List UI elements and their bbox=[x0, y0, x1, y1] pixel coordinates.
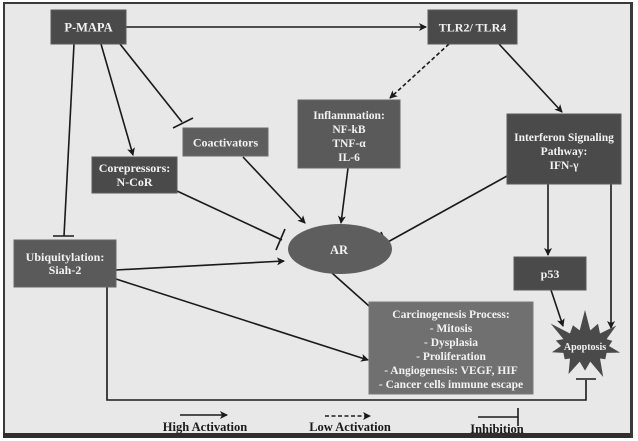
edge-p53-apoptosis bbox=[550, 289, 565, 327]
right-band bbox=[630, 3, 633, 438]
svg-text:P-MAPA: P-MAPA bbox=[64, 21, 112, 35]
node-p53: p53 bbox=[513, 256, 587, 291]
svg-text:High Activation: High Activation bbox=[163, 420, 247, 434]
node-tlr: TLR2/ TLR4 bbox=[427, 9, 518, 45]
node-inflammation-line-1: Inflammation: bbox=[313, 110, 385, 122]
node-pmapa-label: P-MAPA bbox=[64, 21, 112, 35]
node-carcinogenesis-line-6: - Cancer cells immune escape bbox=[379, 379, 523, 391]
node-ubiquitylation: Ubiquitylation:Siah-2 bbox=[13, 239, 117, 288]
edge-ubiquitylation-carcinogenesis bbox=[115, 278, 369, 362]
svg-text:Low Activation: Low Activation bbox=[309, 420, 391, 434]
node-interferon-box bbox=[506, 113, 622, 185]
bottom-band bbox=[3, 433, 633, 438]
node-carcinogenesis: Carcinogenesis Process: - Mitosis - Dyspla… bbox=[368, 301, 534, 395]
edges bbox=[53, 23, 615, 401]
edge-pmapa-coactivators bbox=[119, 43, 183, 123]
node-corepressors-line-2: N-CoR bbox=[117, 175, 153, 189]
node-coactivators-label: Coactivators bbox=[193, 136, 259, 150]
node-carcinogenesis-line-4: - Proliferation bbox=[416, 351, 486, 363]
node-interferon-line-3: IFN-γ bbox=[549, 160, 579, 172]
node-ar-ellipse bbox=[288, 224, 392, 274]
node-inflammation-line-2: NF-kB bbox=[332, 124, 366, 136]
node-pmapa-box bbox=[50, 9, 127, 45]
node-ar: AR bbox=[288, 224, 392, 274]
node-pmapa: P-MAPA bbox=[50, 9, 127, 45]
node-carcinogenesis-line-1: Carcinogenesis Process: bbox=[392, 309, 509, 321]
node-carcinogenesis-line-3: - Dysplasia bbox=[424, 337, 478, 349]
node-apoptosis: Apoptosis bbox=[550, 309, 621, 377]
inhibition-bar-coactivators bbox=[172, 117, 194, 129]
node-ar-label: AR bbox=[330, 243, 349, 257]
node-corepressors-line-1: Corepressors: bbox=[99, 161, 171, 175]
node-tlr-label: TLR2/ TLR4 bbox=[439, 21, 506, 35]
edge-ubiquitylation-apoptosis bbox=[106, 287, 587, 401]
legend-high-activation-label: High Activation bbox=[163, 420, 247, 434]
node-ubiquitylation-line-1: Ubiquitylation: bbox=[26, 250, 105, 264]
svg-text:Carcinogenesis Process:- Mitos: Carcinogenesis Process: - Mitosis - Dyspla… bbox=[379, 309, 523, 391]
svg-text:p53: p53 bbox=[541, 267, 560, 281]
node-coactivators-box bbox=[182, 127, 269, 157]
node-inflammation-line-3: TNF-α bbox=[332, 138, 366, 150]
node-corepressors-box bbox=[91, 156, 178, 194]
svg-text:Ubiquitylation:Siah-2: Ubiquitylation:Siah-2 bbox=[26, 250, 105, 277]
node-interferon-line-1: Interferon Signaling bbox=[514, 132, 614, 144]
node-p53-box bbox=[513, 256, 587, 291]
edge-inflammation-ar bbox=[337, 167, 349, 224]
node-apoptosis-label: Apoptosis bbox=[564, 342, 606, 353]
node-inflammation-box bbox=[297, 99, 401, 169]
apoptosis-starburst bbox=[550, 309, 621, 377]
edge-pmapa-ubiquitylation bbox=[63, 43, 75, 237]
node-ubiquitylation-box bbox=[13, 239, 117, 288]
node-carcinogenesis-box bbox=[368, 301, 534, 395]
edge-tlr-interferon bbox=[498, 43, 563, 113]
edge-pmapa-corepressors bbox=[100, 43, 135, 156]
svg-text:Corepressors:N-CoR: Corepressors:N-CoR bbox=[99, 161, 171, 189]
node-interferon-line-2: Pathway: bbox=[541, 146, 588, 158]
svg-text:Apoptosis: Apoptosis bbox=[564, 342, 606, 353]
node-inflammation-line-4: IL-6 bbox=[338, 152, 360, 164]
node-coactivators: Coactivators bbox=[182, 127, 269, 157]
node-corepressors: Corepressors:N-CoR bbox=[91, 156, 178, 194]
node-carcinogenesis-line-5: - Angiogenesis: VEGF, HIF bbox=[384, 365, 518, 377]
legend-low-activation-label: Low Activation bbox=[309, 420, 391, 434]
svg-text:Coactivators: Coactivators bbox=[193, 136, 259, 150]
svg-text:Inhibition: Inhibition bbox=[470, 422, 524, 436]
edge-tlr-inflammation bbox=[389, 43, 450, 99]
svg-text:AR: AR bbox=[330, 243, 349, 257]
diagram-panel bbox=[3, 2, 633, 436]
legend: High Activation Low Activation Inhibitio… bbox=[163, 408, 524, 436]
node-tlr-box bbox=[427, 9, 518, 45]
inhibition-bar-ar-left bbox=[275, 228, 286, 251]
svg-text:TLR2/ TLR4: TLR2/ TLR4 bbox=[439, 21, 506, 35]
edge-corepressors-ar bbox=[176, 190, 283, 241]
node-carcinogenesis-line-2: - Mitosis bbox=[430, 323, 473, 335]
edge-coactivators-ar bbox=[242, 156, 306, 224]
legend-inhibition-label: Inhibition bbox=[470, 422, 524, 436]
node-ubiquitylation-line-2: Siah-2 bbox=[49, 263, 82, 277]
edge-interferon-ar bbox=[385, 175, 508, 244]
edge-ubiquitylation-ar bbox=[115, 257, 285, 271]
node-p53-label: p53 bbox=[541, 267, 560, 281]
